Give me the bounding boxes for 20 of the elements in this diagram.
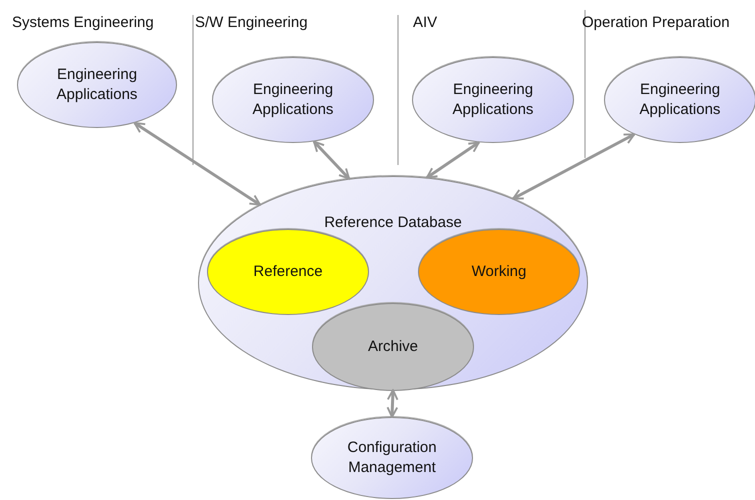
arrow xyxy=(426,141,480,179)
node-label: Engineering Applications xyxy=(56,64,138,105)
node-label: Engineering Applications xyxy=(452,80,534,120)
node-label: Configuration Management xyxy=(346,438,438,478)
ellipse-node xyxy=(418,229,580,315)
node-label: Reference xyxy=(253,262,323,282)
section-heading: AIV xyxy=(413,14,438,31)
node-label: Engineering Applications xyxy=(252,80,334,120)
arrow xyxy=(134,122,261,206)
node-label: Working xyxy=(472,262,526,282)
node-label: Archive xyxy=(368,336,418,357)
ellipse-node xyxy=(207,229,369,315)
arrow xyxy=(512,133,636,200)
arrow xyxy=(312,140,350,180)
node-label: Engineering Applications xyxy=(638,80,722,120)
section-heading: Operation Preparation xyxy=(582,14,730,31)
section-heading: S/W Engineering xyxy=(195,14,308,31)
section-heading: Systems Engineering xyxy=(12,14,154,31)
node-label: Reference Database xyxy=(324,213,462,233)
arrow xyxy=(386,389,398,418)
